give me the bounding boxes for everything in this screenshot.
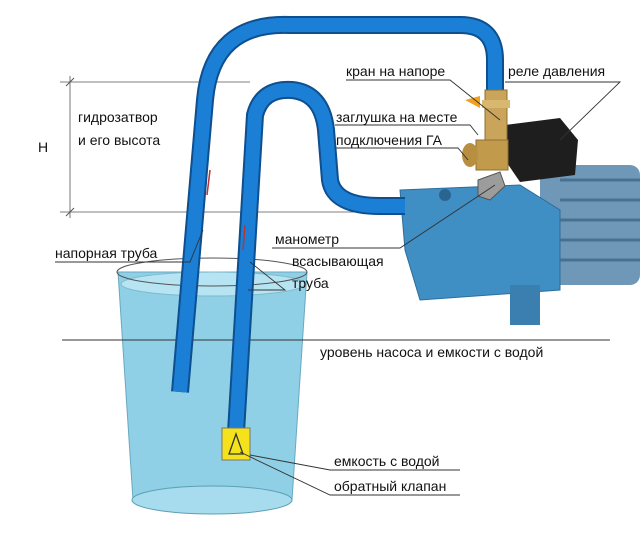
label-suction-2: труба	[292, 275, 329, 291]
label-tank: емкость с водой	[334, 453, 440, 469]
label-gauge: манометр	[275, 231, 339, 247]
flow-arrow-down	[206, 169, 211, 196]
label-height: H	[38, 139, 48, 155]
label-plug-2: подключения ГА	[336, 132, 443, 148]
label-level: уровень насоса и емкости с водой	[320, 344, 543, 360]
label-check-valve: обратный клапан	[334, 478, 446, 494]
water-tank	[116, 257, 308, 515]
pump	[399, 165, 640, 325]
label-seal-1: гидрозатвор	[78, 109, 158, 125]
height-dimension	[60, 76, 400, 218]
leader-lines	[55, 79, 622, 496]
label-suction-1: всасывающая	[292, 253, 384, 269]
label-relay: реле давления	[508, 63, 605, 79]
flow-arrow-up	[242, 224, 246, 251]
pressure-relay	[505, 118, 578, 182]
pressure-gauge	[477, 171, 506, 201]
label-seal-2: и его высота	[78, 132, 160, 148]
label-pressure-pipe: напорная труба	[55, 245, 158, 261]
check-valve	[221, 427, 251, 461]
brass-valve	[462, 89, 510, 171]
label-valve: кран на напоре	[346, 63, 445, 79]
label-plug-1: заглушка на месте	[336, 109, 458, 125]
